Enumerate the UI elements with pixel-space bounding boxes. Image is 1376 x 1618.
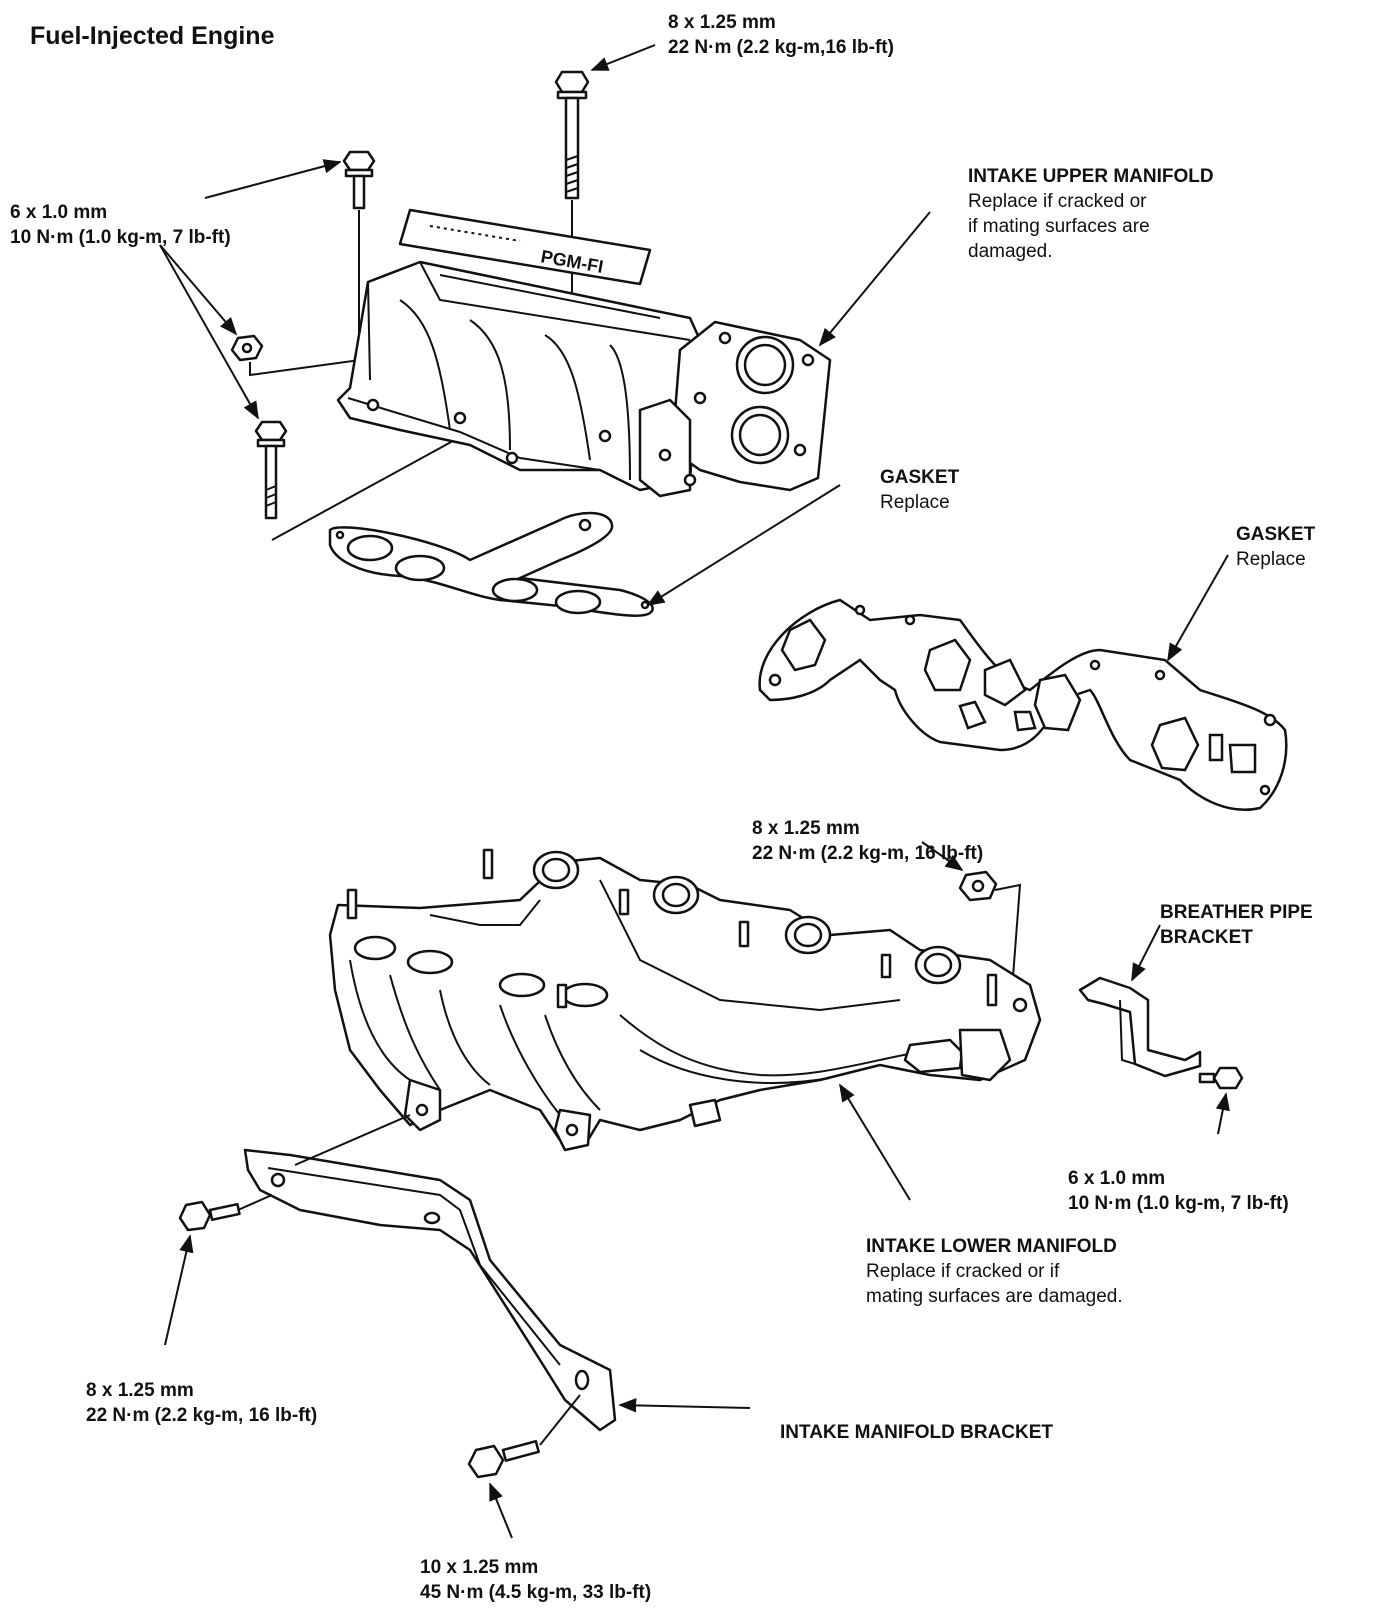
bottom-bolt-leader (489, 1482, 513, 1539)
left-lower-bolt (254, 420, 288, 520)
lower-manifold-note-2: mating surfaces are damaged. (866, 1286, 1123, 1307)
left-bolt-torque: 10 N·m (1.0 kg-m, 7 lb-ft) (10, 227, 231, 248)
top-bolt-label: 8 x 1.25 mm 22 N·m (2.2 kg-m,16 lb-ft) (668, 10, 894, 60)
mid-nut-label: 8 x 1.25 mm 22 N·m (2.2 kg-m, 16 lb-ft) (752, 816, 983, 866)
lower-gasket-note: Replace (1236, 549, 1306, 570)
bottom-bolt-align (539, 1394, 581, 1446)
intake-lower-manifold (328, 848, 1042, 1152)
left-bolt-label: 6 x 1.0 mm 10 N·m (1.0 kg-m, 7 lb-ft) (10, 200, 231, 250)
intake-upper-manifold (336, 260, 832, 498)
mid-nut-align (994, 883, 1022, 991)
intake-manifold-bracket (243, 1148, 617, 1432)
lower-gasket-name: GASKET (1236, 524, 1316, 545)
mid-nut-leader (921, 841, 964, 872)
diagram-title: Fuel-Injected Engine (30, 22, 275, 50)
breather-line-1: BREATHER PIPE (1160, 902, 1313, 923)
upper-gasket-label: GASKET Replace (880, 465, 959, 515)
upper-gasket-leader (646, 484, 841, 606)
bracket-bolt-leader (164, 1234, 194, 1346)
upper-manifold-note-3: damaged. (968, 241, 1053, 262)
breather-bolt (1198, 1066, 1244, 1090)
bottom-bolt-label: 10 x 1.25 mm 45 N·m (4.5 kg-m, 33 lb-ft) (420, 1555, 651, 1605)
bracket-bolt-size: 8 x 1.25 mm (86, 1380, 194, 1401)
small-nut (230, 334, 264, 362)
mid-nut-size: 8 x 1.25 mm (752, 818, 860, 839)
upper-manifold-note-1: Replace if cracked or (968, 191, 1147, 212)
bracket-bolt-torque: 22 N·m (2.2 kg-m, 16 lb-ft) (86, 1405, 318, 1426)
bracket-bolt (178, 1200, 241, 1232)
breather-bolt-size: 6 x 1.0 mm (1068, 1168, 1166, 1189)
breather-bolt-label: 6 x 1.0 mm 10 N·m (1.0 kg-m, 7 lb-ft) (1068, 1166, 1289, 1216)
lower-gasket-label: GASKET Replace (1236, 522, 1315, 572)
bracket-bolt-align (237, 1194, 273, 1211)
mid-nut-torque: 22 N·m (2.2 kg-m, 16 lb-ft) (752, 843, 984, 864)
bottom-bolt-torque: 45 N·m (4.5 kg-m, 33 lb-ft) (420, 1582, 652, 1603)
top-bolt (554, 70, 590, 300)
lower-manifold-note-1: Replace if cracked or if (866, 1261, 1060, 1282)
lower-gasket-leader (1167, 554, 1229, 662)
upper-manifold-name: INTAKE UPPER MANIFOLD (968, 166, 1214, 187)
breather-bolt-torque: 10 N·m (1.0 kg-m, 7 lb-ft) (1068, 1193, 1289, 1214)
breather-label: BREATHER PIPE BRACKET (1160, 900, 1313, 950)
left-bolt-leader (204, 159, 342, 199)
upper-manifold-leader (818, 211, 931, 347)
top-bolt-leader (590, 44, 656, 71)
upper-manifold-note-2: if mating surfaces are (968, 216, 1150, 237)
manifold-bracket-name: INTAKE MANIFOLD BRACKET (780, 1422, 1054, 1443)
left-leader-2 (159, 244, 259, 420)
upper-manifold-label: INTAKE UPPER MANIFOLD Replace if cracked… (968, 164, 1214, 264)
upper-gasket-note: Replace (880, 492, 950, 513)
breather-leader (1131, 924, 1161, 982)
bracket-bolt-label: 8 x 1.25 mm 22 N·m (2.2 kg-m, 16 lb-ft) (86, 1378, 317, 1428)
nut-to-manifold-line (249, 359, 361, 377)
bottom-bolt-size: 10 x 1.25 mm (420, 1557, 539, 1578)
breather-pipe-bracket (1078, 976, 1202, 1078)
lower-manifold-leader (839, 1083, 911, 1201)
upper-gasket-name: GASKET (880, 467, 960, 488)
top-bolt-torque: 22 N·m (2.2 kg-m,16 lb-ft) (668, 37, 894, 58)
left-bolt-size: 6 x 1.0 mm (10, 202, 108, 223)
mid-nut (958, 870, 998, 902)
manifold-bracket-label: INTAKE MANIFOLD BRACKET (780, 1420, 1053, 1445)
lower-gasket (758, 598, 1288, 811)
lower-manifold-label: INTAKE LOWER MANIFOLD Replace if cracked… (866, 1234, 1123, 1309)
breather-line-2: BRACKET (1160, 927, 1253, 948)
lower-manifold-name: INTAKE LOWER MANIFOLD (866, 1236, 1117, 1257)
top-bolt-size: 8 x 1.25 mm (668, 12, 776, 33)
bottom-bolt (467, 1439, 540, 1479)
left-leader-1 (159, 244, 238, 336)
breather-bolt-leader (1215, 1092, 1230, 1135)
upper-gasket (328, 511, 654, 617)
bracket-leader (618, 1398, 751, 1413)
bracket-to-manifold-line (294, 1114, 411, 1166)
